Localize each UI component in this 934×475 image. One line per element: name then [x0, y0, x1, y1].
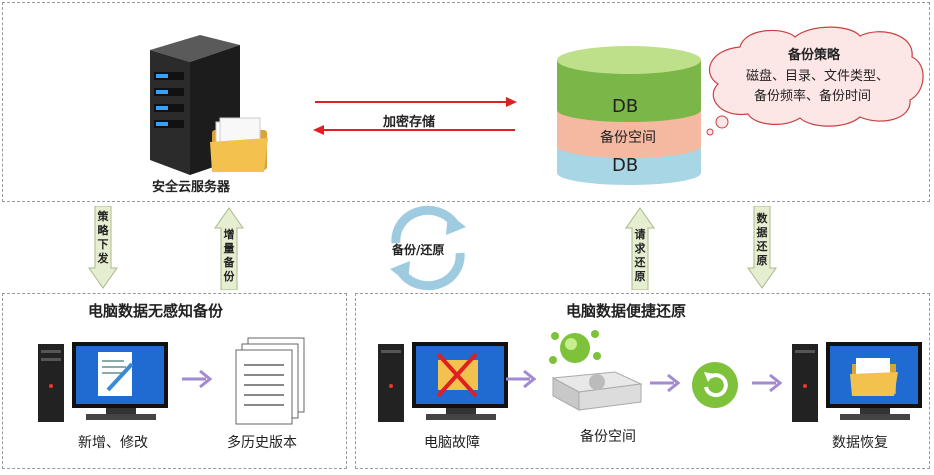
left-panel-frame — [2, 293, 347, 469]
desktop-edit-icon — [36, 338, 171, 428]
right-item1-label: 电脑故障 — [424, 435, 480, 451]
db-middle-label: 备份空间 — [600, 130, 656, 146]
arrow-right-icon — [750, 372, 786, 394]
increment-up-arrow — [214, 206, 244, 290]
right-panel-frame — [355, 293, 930, 469]
left-panel-title: 电脑数据无感知备份 — [88, 302, 224, 320]
server-label: 安全云服务器 — [152, 180, 231, 195]
broken-desktop-icon — [376, 338, 511, 428]
left-item1-label: 新增、修改 — [78, 435, 148, 451]
database-icon — [552, 38, 707, 188]
right-item3-label: 数据恢复 — [832, 435, 888, 451]
request-up-arrow — [625, 206, 655, 290]
arrow-right-icon — [504, 368, 540, 390]
cloud-line2: 备份频率、备份时间 — [754, 89, 872, 104]
cloud-bubble — [700, 22, 930, 137]
sync-cycle-icon — [382, 205, 474, 291]
policy-down-arrow — [88, 206, 118, 290]
document-stack-icon — [228, 336, 308, 428]
right-item2-label: 备份空间 — [580, 429, 636, 445]
arrow-right-icon — [648, 372, 684, 394]
db-top-label: DB — [612, 96, 639, 117]
request-label: 请求还原 — [634, 228, 646, 283]
left-item2-label: 多历史版本 — [227, 435, 297, 451]
encrypt-arrows — [310, 92, 520, 137]
increment-label: 增量备份 — [223, 228, 235, 283]
cloud-line1: 磁盘、目录、文件类型、 — [746, 69, 890, 84]
cloud-title: 备份策略 — [788, 48, 841, 63]
server-icon — [140, 30, 275, 180]
arrow-right-icon — [180, 368, 216, 390]
policy-label: 策略下发 — [97, 210, 109, 265]
top-section-frame — [2, 2, 930, 202]
backup-drive-icon — [545, 324, 645, 424]
backup-restore-label: 备份/还原 — [392, 243, 445, 257]
data-restore-down-arrow — [747, 206, 777, 290]
restored-desktop-icon — [790, 338, 925, 428]
encrypt-label: 加密存储 — [383, 115, 436, 130]
refresh-circle-icon — [690, 360, 740, 410]
right-panel-title: 电脑数据便捷还原 — [566, 302, 687, 320]
db-bottom-label: DB — [612, 155, 639, 176]
data-restore-label: 数据还原 — [756, 212, 768, 267]
